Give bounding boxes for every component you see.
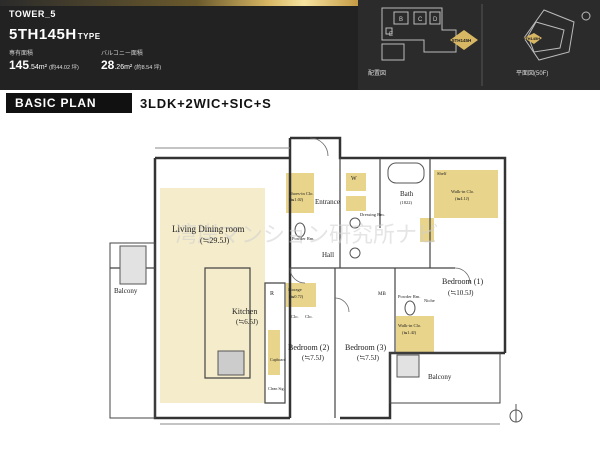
living-room-fill: [160, 188, 265, 403]
watermark: 湾岸マンション研究所ナビ: [175, 223, 439, 248]
floor-area-int: 145: [9, 58, 30, 72]
east-balcony-outline: [389, 352, 501, 404]
location-maps: B C D E 5TH145H 5TH145H 配置図 平面図(50F): [364, 0, 600, 90]
plan-layout-type: 3LDK+2WIC+SIC+S: [140, 96, 272, 111]
wic-2-size: (≒1.4J): [402, 330, 417, 335]
balcony-area-int: 28: [101, 58, 115, 72]
outdoor-unit-east: [396, 354, 420, 378]
site-highlight-marker: [450, 30, 478, 50]
powder-room-2-label: Powder Rm.: [398, 294, 421, 299]
wic-1-size: (≒4.1J): [455, 196, 470, 201]
floor-highlight-marker: [524, 33, 542, 44]
bath-label: Bath: [400, 190, 414, 198]
site-marker-label: 5TH145H: [452, 38, 471, 43]
floor-area-value: 145.54m²(約44.02 坪): [9, 58, 79, 72]
site-plan-map: B C D E 5TH145H 5TH145H: [381, 4, 591, 86]
kitchen-size: (≒6.5J): [236, 318, 259, 326]
living-size: (≒29.5J): [200, 236, 229, 245]
entrance-label: Entrance: [315, 198, 340, 206]
tower-label: TOWER_5: [9, 9, 56, 19]
storage-size: (≒0.7J): [289, 294, 304, 299]
closet-label-2: Clo.: [305, 314, 313, 319]
outdoor-unit: [119, 245, 147, 285]
bedroom2-label: Bedroom (2): [288, 343, 329, 352]
hall-label: Hall: [322, 251, 334, 259]
plan-heading: BASIC PLAN: [6, 93, 132, 113]
cupboard-label: Cupboard: [270, 357, 286, 362]
site-block-b: B: [399, 17, 403, 23]
type-title: 5TH145HTYPE: [9, 26, 101, 43]
closet-label-1: Clo.: [291, 314, 299, 319]
bedroom1-label: Bedroom (1): [442, 277, 483, 286]
toilet-1: [294, 222, 306, 238]
dressing-room-label: Dressing Rm.: [360, 212, 385, 217]
unit-info-panel: TOWER_5 5TH145HTYPE 専有面積 145.54m²(約44.02…: [0, 0, 358, 90]
bedroom3-size: (≒7.5J): [357, 354, 380, 362]
shelf-label: Shelf: [437, 171, 447, 176]
site-block-d: D: [433, 17, 438, 23]
balcony-area-tsubo: (約8.54 坪): [134, 65, 162, 71]
window-marks: [155, 147, 500, 425]
gold-accent-bar: [0, 0, 358, 6]
north-icon: [581, 11, 591, 21]
site-plan-caption: 配置図: [368, 71, 387, 77]
balcony-area-label: バルコニー面積: [101, 51, 143, 57]
bedroom3-label: Bedroom (3): [345, 343, 386, 352]
type-suffix: TYPE: [77, 32, 101, 41]
balcony-area-value: 28.26m²(約8.54 坪): [101, 58, 161, 72]
wic-1-label: Walk-in Clo.: [451, 189, 474, 194]
east-balcony-label: Balcony: [428, 373, 452, 381]
kitchen-stove: [217, 350, 245, 376]
floor-area-tsubo: (約44.02 坪): [48, 65, 79, 71]
bedroom1-size: (≒10.5J): [448, 289, 474, 297]
shoes-in-size: (≒1.0J): [289, 197, 304, 202]
kitchen-label: Kitchen: [232, 307, 257, 316]
refrigerator-label: R: [270, 291, 274, 297]
header-bar: TOWER_5 5TH145HTYPE 専有面積 145.54m²(約44.02…: [0, 0, 600, 90]
floor-plan: 湾岸マンション研究所ナビ Living Dining room (≒29.5J)…: [109, 136, 523, 425]
floor-plan-outline: [523, 9, 575, 61]
washbasin-2: [349, 217, 361, 229]
bath-size: (1822): [400, 200, 412, 205]
site-block-e: E: [389, 32, 393, 38]
wic-2-label: Walk-in Clo.: [398, 323, 421, 328]
niche-label: Niche: [424, 298, 435, 303]
west-balcony-outline: [109, 242, 156, 419]
bathtub: [387, 162, 425, 184]
mb-label: MB: [378, 292, 386, 297]
powder-room-1-label: Powder Rm.: [292, 236, 315, 241]
site-block-c: C: [418, 17, 423, 23]
type-code: 5TH145H: [9, 26, 77, 43]
door-swings: [289, 137, 471, 313]
floor-marker-label: 5TH145H: [523, 36, 540, 41]
toilet-2: [404, 300, 416, 316]
clean-storage-label: Clean Stg.: [268, 386, 285, 391]
shoes-in-label: Shoes-in Clo.: [289, 191, 314, 196]
floor-area-decimal: .54m²: [29, 64, 47, 71]
living-label: Living Dining room: [172, 224, 245, 234]
washer-label: W: [351, 176, 357, 182]
balcony-area-decimal: .26m²: [114, 64, 133, 71]
storage-label: Storage: [288, 287, 302, 292]
inner-walls: [110, 158, 455, 418]
bedroom2-size: (≒7.5J): [302, 354, 325, 362]
north-arrow-icon: [509, 404, 523, 423]
west-balcony-label: Balcony: [114, 287, 138, 295]
floor-plan-caption: 平面図(50F): [516, 71, 549, 77]
floor-area-label: 専有面積: [9, 51, 34, 57]
washbasin-1: [349, 247, 361, 259]
